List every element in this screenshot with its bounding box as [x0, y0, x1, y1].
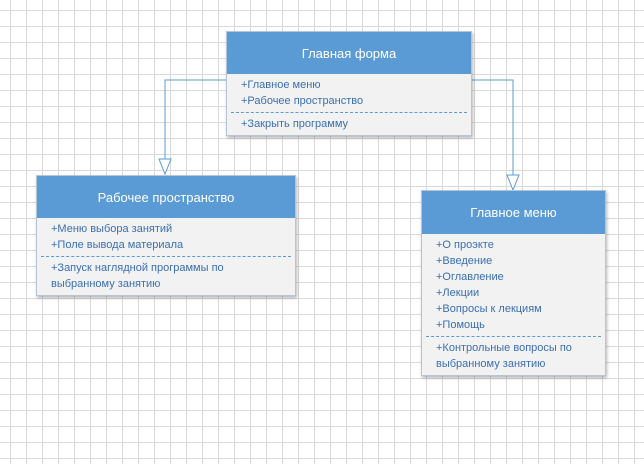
method-run-demo-line-1: +Запуск наглядной программы по: [51, 262, 224, 274]
method-control-questions-line-1: +Контрольные вопросы по: [436, 342, 572, 354]
class-main-form-divider: [231, 112, 467, 113]
arrowhead-menu: [506, 174, 520, 192]
attribute-contents: +Оглавление: [436, 271, 504, 283]
class-main-menu-attributes: +О проэкте +Введение +Оглавление +Лекции…: [422, 234, 605, 336]
class-main-menu-title: Главное меню: [422, 191, 605, 234]
attribute-lecture-questions: +Вопросы к лекциям: [436, 303, 542, 315]
connector-main-to-menu: [472, 79, 520, 192]
attribute-material-field: +Поле вывода материала: [51, 239, 184, 251]
class-workspace-methods: +Запуск наглядной программы по выбранном…: [37, 257, 295, 295]
class-workspace[interactable]: Рабочее пространство +Меню выбора заняти…: [36, 175, 296, 296]
attribute-lectures: +Лекции: [436, 287, 480, 299]
method-close-program: +Закрыть программу: [241, 118, 349, 130]
method-run-demo-line-2: выбранному занятию: [51, 278, 161, 290]
connector-main-to-workspace: [158, 79, 226, 176]
attribute-main-menu: +Главное меню: [241, 79, 321, 91]
class-main-form-methods: +Закрыть программу: [227, 113, 471, 135]
class-main-menu-divider: [426, 336, 601, 337]
class-main-form-attributes: +Главное меню +Рабочее пространство: [227, 74, 471, 112]
class-main-form[interactable]: Главная форма +Главное меню +Рабочее про…: [226, 31, 472, 136]
attribute-lesson-menu: +Меню выбора занятий: [51, 223, 173, 235]
attribute-about: +О проэкте: [436, 239, 494, 251]
class-workspace-divider: [41, 256, 291, 257]
class-workspace-title: Рабочее пространство: [37, 176, 295, 218]
class-main-menu[interactable]: Главное меню +О проэкте +Введение +Оглав…: [421, 190, 606, 376]
method-control-questions-line-2: выбранному занятию: [436, 358, 546, 370]
class-workspace-attributes: +Меню выбора занятий +Поле вывода матери…: [37, 218, 295, 256]
attribute-help: +Помощь: [436, 319, 485, 331]
attribute-introduction: +Введение: [436, 255, 493, 267]
class-main-menu-methods: +Контрольные вопросы по выбранному занят…: [422, 337, 605, 375]
attribute-workspace: +Рабочее пространство: [241, 95, 364, 107]
arrowhead-workspace: [158, 158, 172, 176]
class-main-form-title: Главная форма: [227, 32, 471, 74]
